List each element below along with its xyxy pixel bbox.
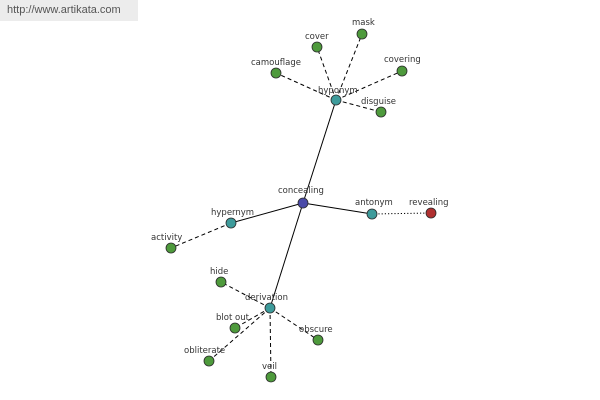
- label-blot-out: blot out: [216, 313, 250, 323]
- node-revealing[interactable]: [425, 207, 437, 219]
- edge-derivation-obscure: [269, 307, 319, 341]
- node-activity[interactable]: [165, 242, 177, 254]
- label-hypernym: hypernym: [211, 208, 254, 218]
- label-mask: mask: [352, 18, 375, 28]
- watermark-bar: http://www.artikata.com: [0, 0, 138, 21]
- node-hyponym[interactable]: [330, 94, 342, 106]
- node-hypernym[interactable]: [225, 217, 237, 229]
- edge-center-antonym: [302, 202, 373, 215]
- labels: concealing hyponym hypernym antonym deri…: [151, 18, 449, 372]
- edge-antonym-revealing: [371, 212, 432, 215]
- label-revealing: revealing: [409, 198, 449, 208]
- label-cover: cover: [305, 32, 329, 42]
- node-covering[interactable]: [396, 65, 408, 77]
- label-hide: hide: [210, 267, 228, 277]
- edge-center-hypernym: [230, 202, 304, 224]
- node-antonym[interactable]: [366, 208, 378, 220]
- edge-hyponym-disguise: [335, 99, 382, 113]
- node-veil[interactable]: [265, 371, 277, 383]
- nodes: [165, 28, 437, 383]
- edge-center-derivation: [269, 202, 304, 309]
- label-covering: covering: [384, 55, 421, 65]
- edge-hyponym-mask: [335, 33, 363, 101]
- watermark-url[interactable]: http://www.artikata.com: [7, 4, 121, 16]
- edge-hyponym-covering: [335, 70, 403, 101]
- node-camouflage[interactable]: [270, 67, 282, 79]
- node-blot-out[interactable]: [229, 322, 241, 334]
- label-obliterate: obliterate: [184, 346, 225, 356]
- node-disguise[interactable]: [375, 106, 387, 118]
- label-obscure: obscure: [299, 325, 333, 335]
- node-center[interactable]: [297, 197, 309, 209]
- node-cover[interactable]: [311, 41, 323, 53]
- edge-derivation-veil: [269, 307, 272, 378]
- label-center: concealing: [278, 186, 324, 196]
- node-obliterate[interactable]: [203, 355, 215, 367]
- label-camouflage: camouflage: [251, 58, 301, 68]
- edges: [170, 33, 432, 378]
- edge-center-hyponym: [302, 99, 337, 204]
- label-disguise: disguise: [361, 97, 396, 107]
- node-derivation[interactable]: [264, 302, 276, 314]
- edge-hyponym-camouflage: [275, 72, 337, 101]
- node-obscure[interactable]: [312, 334, 324, 346]
- label-veil: veil: [262, 362, 277, 372]
- label-derivation: derivation: [245, 293, 288, 303]
- node-mask[interactable]: [356, 28, 368, 40]
- label-hyponym: hyponym: [318, 86, 358, 96]
- edge-hypernym-activity: [170, 222, 232, 249]
- label-activity: activity: [151, 233, 182, 243]
- label-antonym: antonym: [355, 198, 393, 208]
- edge-hyponym-cover: [316, 46, 337, 101]
- edge-derivation-hide: [220, 281, 271, 309]
- node-hide[interactable]: [215, 276, 227, 288]
